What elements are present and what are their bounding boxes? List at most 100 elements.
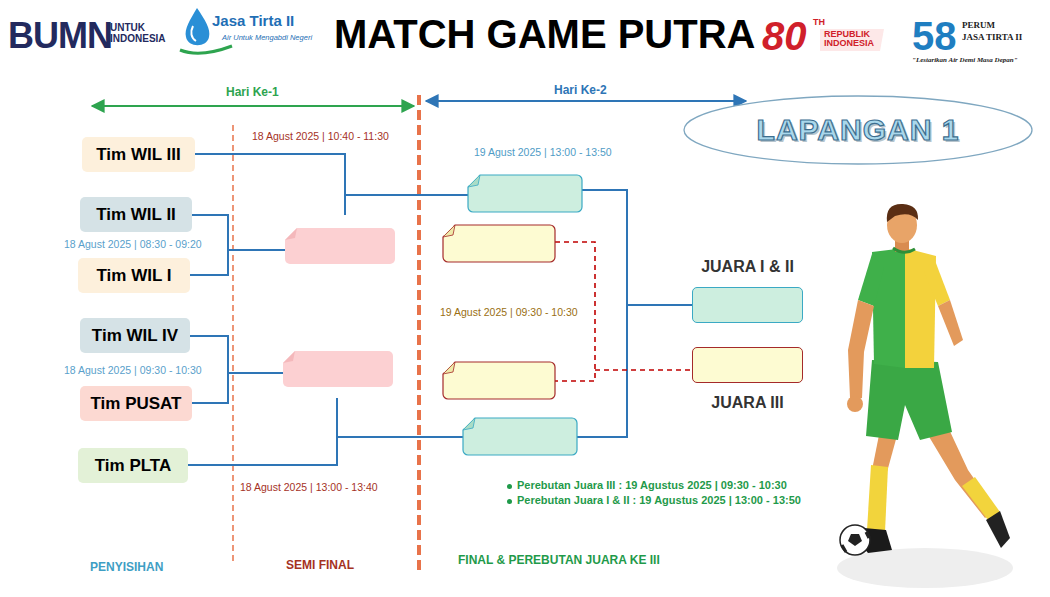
logo-text: JASA TIRTA II	[962, 32, 1022, 43]
third-place-line	[595, 369, 692, 371]
anniversary-logo-ribbon	[820, 29, 884, 51]
stage-label: PENYISIHAN	[90, 560, 163, 574]
semifinal-slot	[283, 351, 295, 363]
jasa-tirta-logo	[191, 26, 196, 41]
third-place-slot	[443, 225, 455, 237]
team-box: Tim WIL II	[80, 197, 192, 232]
bracket-line	[577, 190, 627, 437]
football-player	[924, 258, 950, 306]
logo-text: UNTUK INDONESIA	[110, 22, 176, 44]
logo-tagline: "Lestarikan Air Demi Masa Depan"	[912, 56, 1018, 64]
team-name: Tim PLTA	[95, 456, 172, 476]
stage-divider	[233, 95, 419, 575]
match-time: 18 Agust 2025 | 13:00 - 13:40	[238, 481, 380, 494]
third-place-slot	[443, 362, 555, 399]
football-player	[848, 300, 874, 398]
day-span-arrow	[92, 105, 414, 107]
logo-text: 58	[912, 12, 957, 60]
logo-text: TH	[813, 17, 825, 28]
team-box: Tim WIL IV	[80, 318, 190, 353]
final-slot	[467, 174, 480, 187]
stage-divider	[417, 95, 421, 575]
final-slot	[468, 175, 480, 187]
field-outline	[684, 96, 1032, 164]
stage-divider	[232, 125, 234, 565]
jasa-tirta-logo	[186, 8, 210, 45]
page-title: MATCH GAME PUTRA	[334, 12, 755, 57]
field-name: LAPANGAN 1	[757, 113, 960, 147]
semifinal-slot	[285, 228, 297, 240]
third-place-slot	[443, 225, 555, 262]
third-place-slot	[442, 224, 455, 237]
result-box: JUARA III	[692, 347, 803, 383]
team-box: Tim PLTA	[78, 448, 188, 483]
bracket-line	[195, 154, 345, 215]
bracket-line	[188, 398, 337, 465]
result-box: JUARA I & II	[692, 287, 803, 323]
semifinal-slot	[283, 351, 393, 387]
schedule-note: Perebutan Juara I & II : 19 Agustus 2025…	[517, 494, 801, 507]
bracket-line	[228, 372, 283, 374]
final-slot	[468, 175, 582, 212]
bracket-line	[228, 249, 285, 251]
logo-tagline: Air Untuk Mengabdi Negeri	[222, 33, 312, 42]
football-player	[837, 548, 1013, 588]
football-player	[842, 532, 869, 552]
third-place-slot	[443, 362, 455, 374]
logo-text: 80	[762, 12, 807, 60]
logo-text: REPUBLIK INDONESIA	[824, 30, 884, 49]
football-player	[847, 396, 863, 412]
bullet-dot	[507, 484, 512, 489]
stage-label: FINAL & PEREBUTAN JUARA KE III	[458, 553, 660, 567]
team-name: Tim WIL II	[96, 205, 176, 225]
team-name: Tim WIL I	[97, 266, 172, 286]
team-box: Tim WIL I	[78, 258, 190, 293]
field-ellipse: LAPANGAN 1	[683, 95, 1033, 165]
match-time: 18 Agust 2025 | 10:40 - 11:30	[250, 130, 391, 143]
logo-text: BUMN	[8, 14, 112, 57]
final-slot	[463, 418, 577, 455]
team-box: Tim WIL III	[82, 137, 195, 172]
bracket-line	[337, 436, 463, 438]
semifinal-slot	[283, 351, 295, 363]
final-slot	[463, 418, 475, 430]
bracket-line	[627, 304, 692, 306]
match-time: 19 Agust 2025 | 09:30 - 10:30	[438, 306, 580, 319]
bracket-line	[188, 154, 692, 465]
jasa-tirta-logo	[180, 46, 232, 53]
football-player	[887, 204, 918, 222]
football-player	[986, 511, 1010, 548]
semifinal-slot	[285, 228, 297, 240]
logo-text: PERUM	[962, 20, 995, 31]
bullet-dot	[507, 499, 512, 504]
anniversary-logo-ribbon	[820, 29, 884, 51]
bracket-line	[345, 194, 468, 196]
match-time: 18 Agust 2025 | 09:30 - 10:30	[62, 364, 204, 377]
team-name: Tim WIL III	[96, 145, 180, 165]
team-name: Tim PUSAT	[91, 394, 182, 414]
stage-label: SEMI FINAL	[286, 558, 354, 572]
football-player	[858, 254, 884, 306]
semifinal-slot	[285, 228, 395, 264]
team-name: Tim WIL IV	[92, 326, 178, 346]
football-player	[938, 300, 963, 346]
football-player	[848, 534, 862, 546]
team-box: Tim PUSAT	[80, 386, 192, 421]
final-slot	[462, 417, 475, 430]
football-player	[840, 525, 870, 555]
semifinal-slot	[283, 228, 395, 387]
match-time: 18 Agust 2025 | 08:30 - 09:20	[62, 238, 204, 251]
football-player	[867, 465, 888, 532]
result-heading: JUARA I & II	[701, 258, 794, 276]
logo-text: Jasa Tirta II	[212, 12, 294, 30]
result-heading: JUARA III	[711, 394, 783, 412]
football-player	[962, 477, 1000, 520]
day-label: Hari Ke-2	[554, 83, 607, 97]
football-player	[893, 248, 915, 252]
match-time: 19 Agust 2025 | 13:00 - 13:50	[472, 146, 614, 159]
football-player	[866, 360, 952, 440]
day-label: Hari Ke-1	[226, 85, 279, 99]
schedule-note: Perebutan Juara III : 19 Agustus 2025 | …	[517, 479, 787, 492]
